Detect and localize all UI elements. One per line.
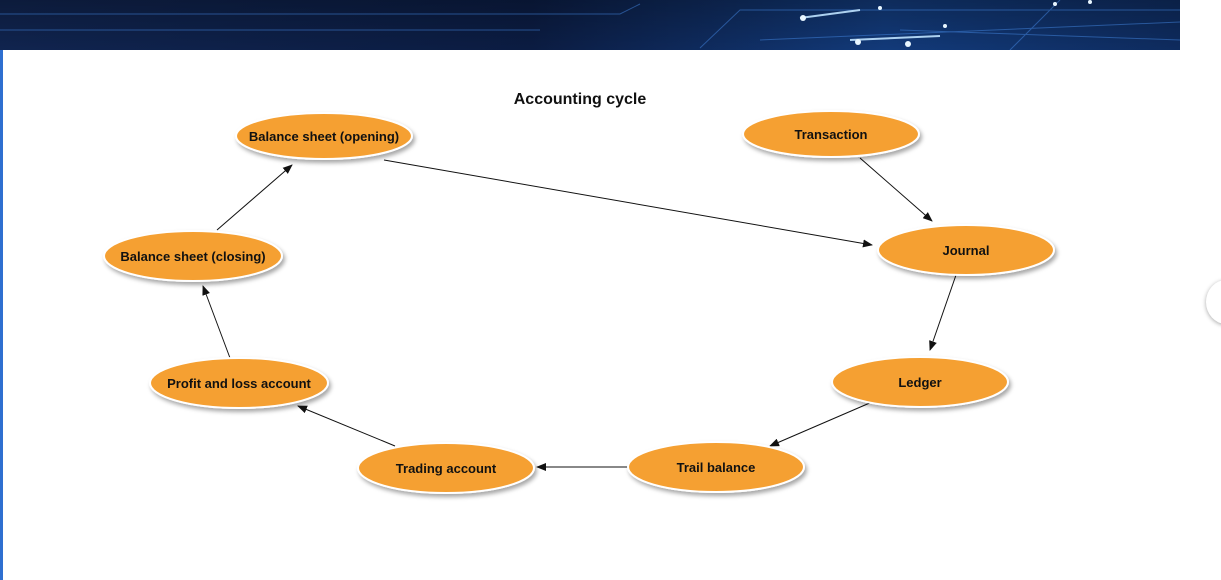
arrow-balance-opening-to-journal <box>383 159 873 248</box>
arrow-profit-loss-to-balance-closing <box>202 285 231 359</box>
arrow-transaction-to-journal <box>859 157 933 222</box>
accounting-cycle-diagram: Accounting cycle Balance sheet (opening)… <box>103 91 1055 494</box>
diagram-title: Accounting cycle <box>514 91 647 108</box>
node-balance-sheet-opening-label: Balance sheet (opening) <box>249 129 399 144</box>
slide: Accounting cycle Balance sheet (opening)… <box>0 0 1180 580</box>
node-journal: Journal <box>877 224 1055 276</box>
node-journal-label: Journal <box>943 243 990 258</box>
slide-left-edge <box>0 50 3 580</box>
node-ledger-label: Ledger <box>898 375 941 390</box>
node-balance-sheet-closing-label: Balance sheet (closing) <box>120 249 265 264</box>
arrow-ledger-to-trail-balance <box>769 401 873 447</box>
side-scroll-handle[interactable] <box>1206 280 1221 324</box>
header-banner <box>0 0 1180 50</box>
node-trail-balance: Trail balance <box>627 441 805 493</box>
node-balance-sheet-closing: Balance sheet (closing) <box>103 230 283 282</box>
arrow-balance-closing-to-balance-opening <box>216 164 293 231</box>
node-balance-sheet-opening: Balance sheet (opening) <box>235 112 413 160</box>
node-trading-account-label: Trading account <box>396 461 497 476</box>
arrow-journal-to-ledger <box>929 274 957 351</box>
node-ledger: Ledger <box>831 356 1009 408</box>
node-profit-and-loss-account-label: Profit and loss account <box>167 376 311 391</box>
node-profit-and-loss-account: Profit and loss account <box>149 357 329 409</box>
node-trading-account: Trading account <box>357 442 535 494</box>
node-transaction: Transaction <box>742 110 920 158</box>
node-trail-balance-label: Trail balance <box>677 460 756 475</box>
arrow-trading-account-to-profit-loss <box>297 405 396 447</box>
node-transaction-label: Transaction <box>795 127 868 142</box>
